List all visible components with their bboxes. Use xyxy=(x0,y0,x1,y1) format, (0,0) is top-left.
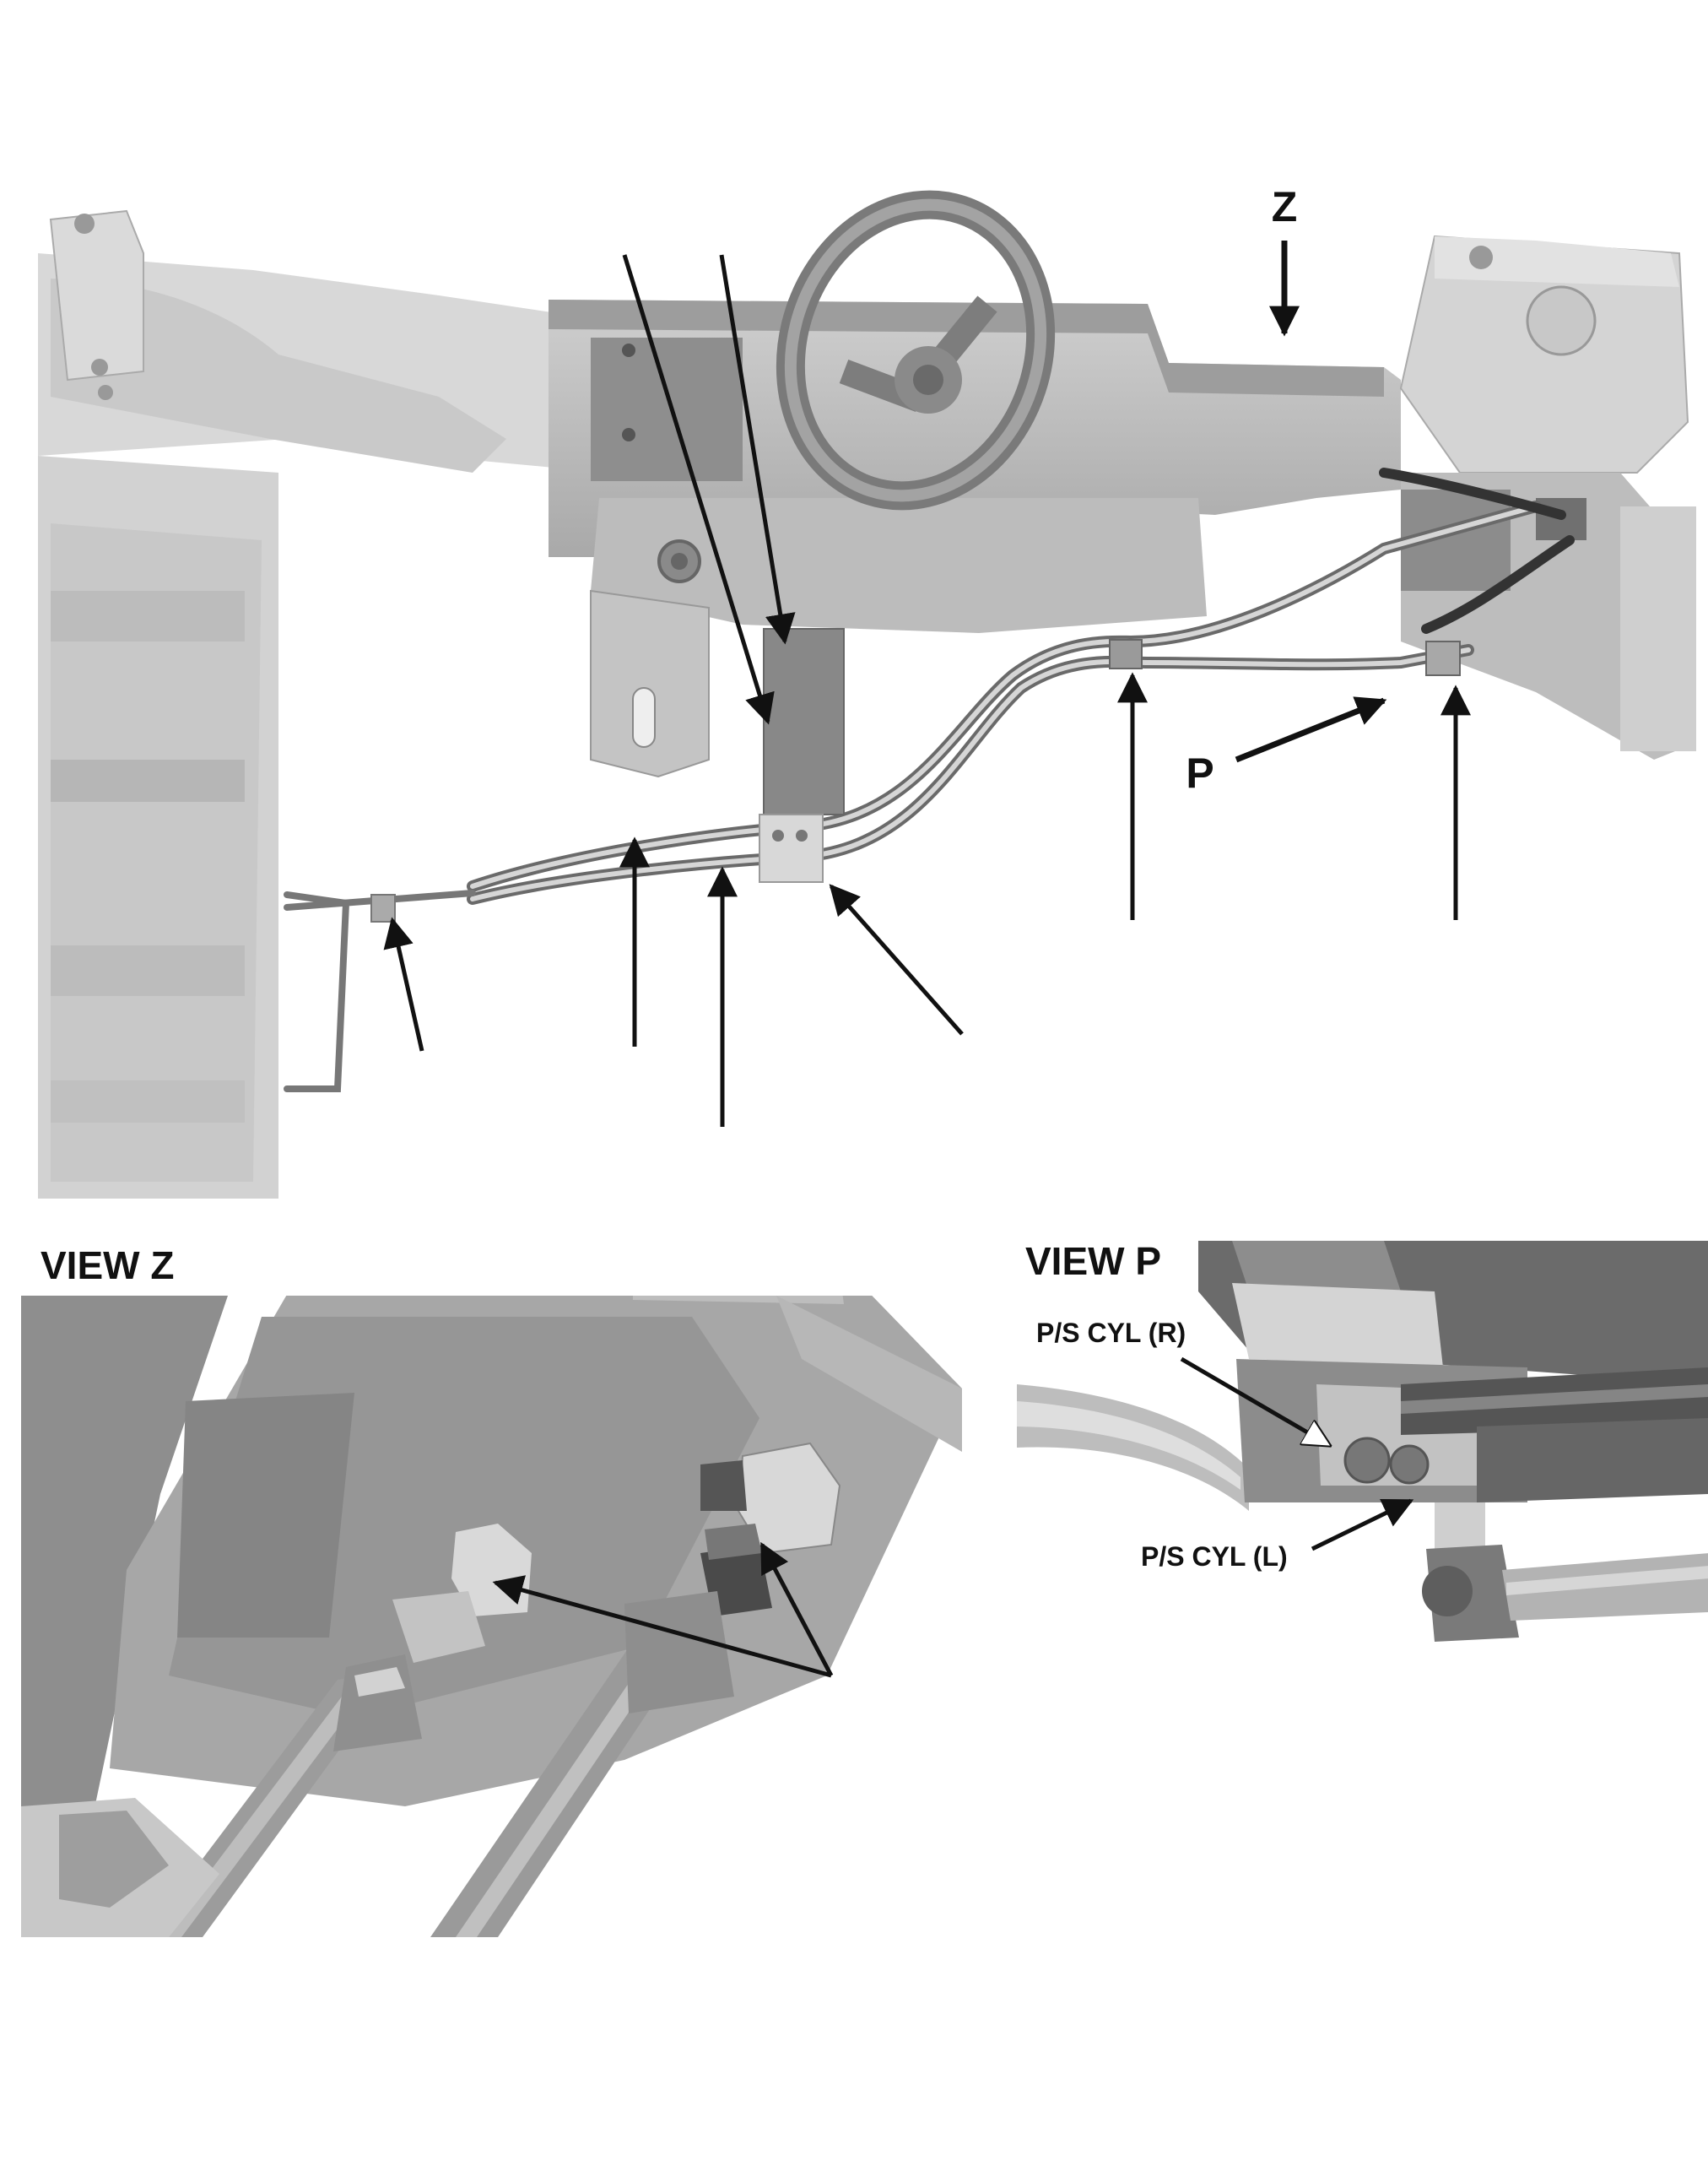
hose-fitting-left xyxy=(370,894,396,923)
view-p-hose-right-upper-shade xyxy=(1401,1384,1708,1414)
leader-to-clamp xyxy=(829,884,964,1036)
callout-lines xyxy=(383,241,1471,1127)
left-bolt-2 xyxy=(91,359,108,376)
left-bolt-3 xyxy=(98,385,113,400)
upper-left-bolt xyxy=(74,214,95,234)
view-p-tube-frame xyxy=(1232,1283,1443,1367)
lower-beam-body xyxy=(591,498,1207,633)
view-z-dark-panel xyxy=(177,1393,354,1638)
left-stripe-1 xyxy=(51,591,245,642)
right-housing-bolt xyxy=(1469,246,1493,269)
left-inner-panel xyxy=(51,523,262,1182)
leader-to-bracket xyxy=(622,254,775,725)
view-z-nut-left xyxy=(392,1591,485,1663)
view-letter-z: Z xyxy=(1272,183,1298,230)
right-housing-top xyxy=(1435,236,1679,287)
right-housing-knob xyxy=(1526,285,1597,356)
view-z-right-cap xyxy=(776,1296,962,1452)
mounting-bracket-plate xyxy=(590,589,710,778)
view-z-leader-left xyxy=(492,1575,832,1678)
hose-right-upper xyxy=(1379,468,1566,520)
clamp-bolt-2 xyxy=(796,830,808,842)
hose-support-bracket xyxy=(763,628,845,815)
view-p-panel: VIEW P P/S CYL (R) P/S CYL (L) xyxy=(1017,1239,1708,1646)
leader-view-p xyxy=(1235,696,1387,763)
view-z-lower-left-parts-shade xyxy=(59,1811,169,1908)
beam-lower-bolt-center xyxy=(671,553,688,570)
view-p-hose-right-lower xyxy=(1477,1418,1708,1502)
view-z-upper-plate xyxy=(633,1296,844,1304)
view-letter-p: P xyxy=(1186,750,1213,797)
leader-to-bracket-top xyxy=(719,254,796,645)
view-z-panel: VIEW Z xyxy=(21,1243,962,1937)
hose-right-lower xyxy=(1421,535,1575,634)
hose-clamp xyxy=(759,814,824,883)
hose-fitting-right xyxy=(1425,641,1461,676)
steering-wheel xyxy=(776,190,1056,511)
steel-line xyxy=(284,891,350,1092)
right-lower-bracket xyxy=(1620,506,1696,751)
bracket-slot xyxy=(632,687,656,748)
beam-bolt-2 xyxy=(622,428,635,441)
left-curved-arm xyxy=(51,279,506,473)
view-z-title: VIEW Z xyxy=(41,1243,174,1287)
left-stripe-3 xyxy=(51,945,245,996)
view-z-ferrule-left-shade xyxy=(354,1667,405,1697)
view-p-title: VIEW P xyxy=(1025,1239,1161,1283)
view-p-upper-light xyxy=(1232,1241,1401,1291)
view-p-leader-right xyxy=(1180,1356,1329,1445)
view-p-port-right xyxy=(1343,1437,1391,1484)
clamp-bolt-1 xyxy=(772,830,784,842)
main-view: Z P xyxy=(38,183,1696,1199)
view-p-label-right: P/S CYL (R) xyxy=(1036,1318,1186,1348)
view-z-leader-right xyxy=(759,1541,834,1677)
view-p-leader-left xyxy=(1311,1498,1414,1551)
upper-left-bracket xyxy=(49,209,144,382)
view-z-right-small-block xyxy=(700,1460,747,1511)
beam-bolt-1 xyxy=(622,344,635,357)
view-z-ferrule-right xyxy=(624,1591,734,1713)
view-p-lower-fitting-nut xyxy=(1422,1566,1473,1616)
beam-dark-recess xyxy=(591,338,743,481)
view-p-port-left xyxy=(1389,1444,1430,1485)
view-p-lower-hose-shade xyxy=(1506,1566,1708,1595)
left-stripe-2 xyxy=(51,760,245,802)
view-p-label-left: P/S CYL (L) xyxy=(1141,1541,1288,1572)
hydraulic-hoses xyxy=(284,468,1575,1092)
leader-to-left-fitting xyxy=(383,917,424,1052)
view-z-right-nut-top xyxy=(705,1524,762,1560)
right-housing xyxy=(1399,235,1689,474)
cross-beam-top-face xyxy=(549,300,1384,397)
left-stripe-4 xyxy=(51,1080,245,1123)
view-p-hose-left-shade xyxy=(1017,1401,1240,1490)
hose-fitting-mid xyxy=(1109,639,1143,669)
